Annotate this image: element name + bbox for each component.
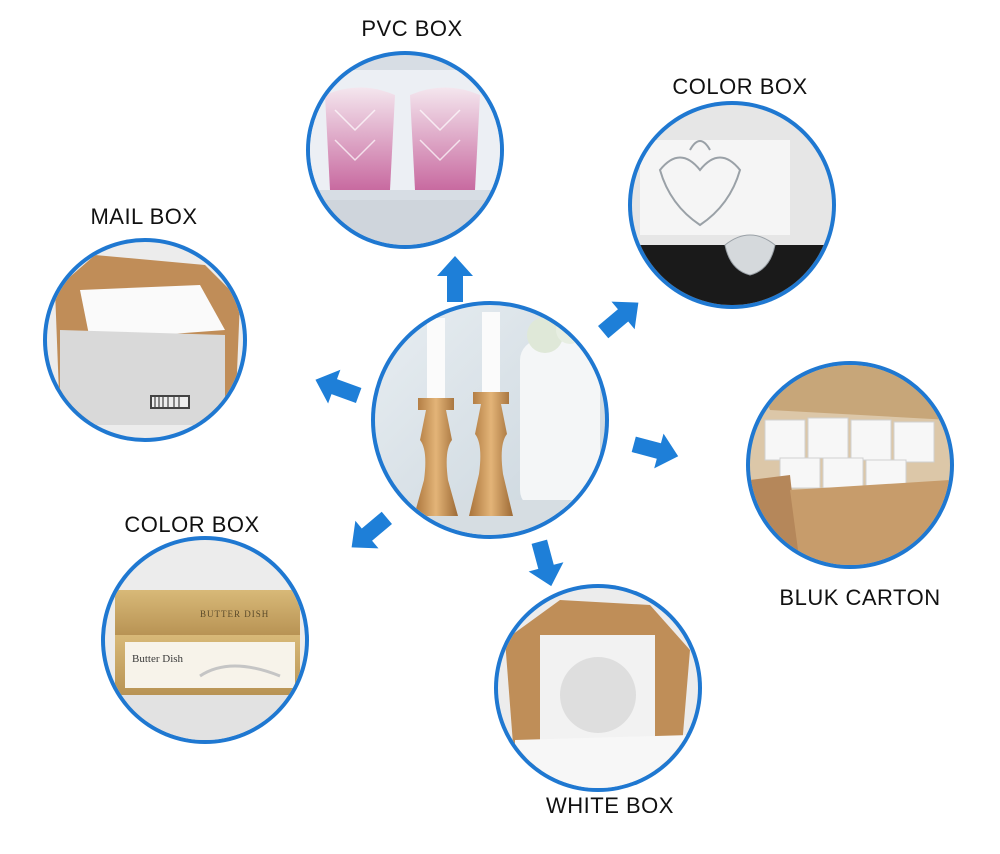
color-box-heart-dish-photo — [628, 101, 836, 309]
label-bulk-carton: BLUK CARTON — [779, 585, 941, 610]
arrow-down — [528, 539, 564, 587]
label-mail-box: MAIL BOX — [90, 204, 198, 229]
white-box-photo — [494, 584, 702, 792]
arrow-down-left — [351, 511, 392, 549]
butter-dish-front-text: Butter Dish — [132, 653, 184, 665]
arrow-left — [315, 369, 362, 404]
arrow-right — [631, 433, 679, 469]
label-color-box-bottom: COLOR BOX — [124, 512, 260, 537]
label-color-box-top: COLOR BOX — [672, 74, 808, 99]
pvc-box-photo — [306, 51, 504, 249]
bulk-carton-photo — [746, 361, 954, 569]
arrow-up-right — [598, 301, 639, 339]
mail-box-photo — [43, 238, 247, 442]
center-candle-holders-photo — [371, 301, 609, 539]
butter-dish-lid-text: BUTTER DISH — [200, 609, 269, 619]
label-pvc-box: PVC BOX — [361, 16, 463, 41]
label-white-box: WHITE BOX — [546, 793, 674, 818]
arrow-up — [437, 256, 473, 302]
color-box-butter-dish-photo: BUTTER DISH Butter Dish — [101, 536, 309, 744]
